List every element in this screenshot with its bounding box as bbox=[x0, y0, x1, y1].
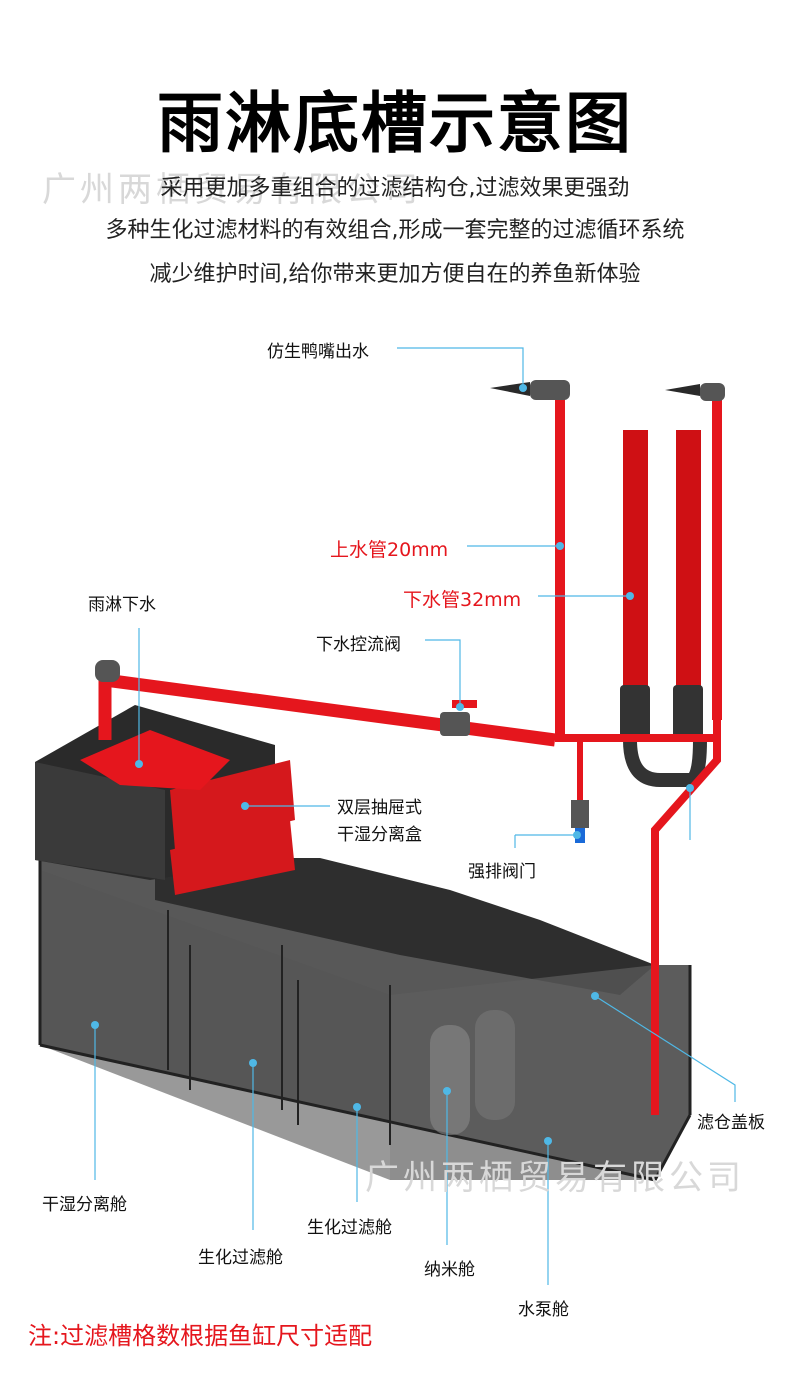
rain-tray bbox=[80, 730, 230, 790]
tank-top-cover bbox=[155, 858, 655, 995]
label-bio-filter-chamber-1: 生化过滤舱 bbox=[307, 1218, 392, 1238]
label-force-drain-valve: 强排阀门 bbox=[468, 862, 536, 882]
flow-valve bbox=[440, 712, 470, 736]
leader-cover bbox=[594, 995, 736, 1102]
drain-pipe-1 bbox=[623, 430, 648, 690]
nano-cylinder bbox=[430, 1025, 470, 1135]
label-duckbill-outlet: 仿生鸭嘴出水 bbox=[267, 342, 369, 362]
subtitle-line-1: 采用更加多重组合的过滤结构仓,过滤效果更强劲 bbox=[160, 176, 630, 201]
label-dry-wet-chamber: 干湿分离舱 bbox=[42, 1195, 127, 1215]
force-drain-valve-body bbox=[571, 800, 589, 828]
drawer-lower bbox=[170, 820, 295, 895]
rain-drain-pipe bbox=[104, 673, 556, 747]
leader-duckbill bbox=[397, 347, 524, 388]
label-drawer-box-2: 干湿分离盒 bbox=[337, 825, 422, 845]
watermark-bottom: 广州两栖贸易有限公司 bbox=[365, 1158, 745, 1198]
footnote: 注:过滤槽格数根据鱼缸尺寸适配 bbox=[28, 1322, 373, 1350]
subtitle-line-2: 多种生化过滤材料的有效组合,形成一套完整的过滤循环系统 bbox=[105, 218, 685, 243]
label-drain-flow-valve: 下水控流阀 bbox=[316, 635, 401, 655]
label-inlet-pipe: 上水管20mm bbox=[330, 539, 449, 561]
watermark-top: 广州两栖贸易有限公司 bbox=[42, 170, 422, 210]
drain-pipe-2 bbox=[676, 430, 701, 690]
label-rain-drain: 雨淋下水 bbox=[88, 595, 156, 615]
label-filter-cover: 滤仓盖板 bbox=[697, 1113, 765, 1133]
page-title: 雨淋底槽示意图 bbox=[157, 85, 633, 162]
subtitle-line-3: 减少维护时间,给你带来更加方便自在的养鱼新体验 bbox=[149, 262, 641, 287]
label-drain-pipe: 下水管32mm bbox=[403, 589, 522, 611]
label-pump-chamber: 水泵舱 bbox=[518, 1300, 569, 1320]
label-nano-chamber: 纳米舱 bbox=[424, 1260, 475, 1280]
duckbill-right bbox=[665, 384, 700, 396]
leader-valve bbox=[425, 639, 461, 707]
label-drawer-box-1: 双层抽屉式 bbox=[337, 798, 422, 818]
label-bio-filter-chamber-2: 生化过滤舱 bbox=[198, 1248, 283, 1268]
